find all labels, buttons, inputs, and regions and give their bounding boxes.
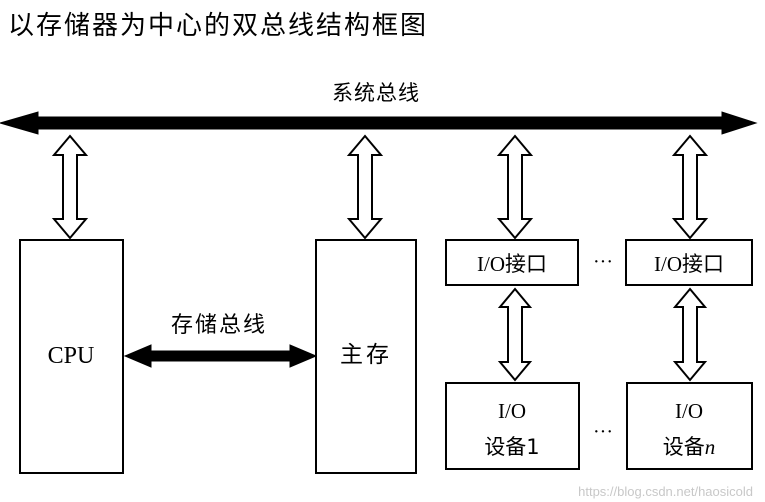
io-interface-1-box: I/O接口 bbox=[445, 239, 579, 286]
system-bus-label: 系统总线 bbox=[332, 81, 420, 105]
io-device-n-line2: 设备n bbox=[663, 435, 716, 459]
io-interface-n-system-bus-connector bbox=[671, 134, 709, 240]
memory-system-bus-connector bbox=[346, 134, 384, 240]
io-interface-n-label: I/O接口 bbox=[654, 252, 724, 276]
io-device-1-line2: 设备1 bbox=[484, 435, 539, 459]
io-interface-1-system-bus-connector bbox=[496, 134, 534, 240]
device-ellipsis: ··· bbox=[593, 421, 613, 443]
main-memory-box: 主存 bbox=[315, 239, 417, 474]
io-device-1-box: I/O 设备1 bbox=[445, 382, 580, 470]
interface-ellipsis: ··· bbox=[593, 251, 613, 273]
diagram-title: 以存储器为中心的双总线结构框图 bbox=[8, 11, 428, 41]
io-device-n-line2-suffix: n bbox=[705, 435, 716, 459]
system-bus-arrow bbox=[0, 111, 758, 135]
io-device-1-line1: I/O bbox=[498, 399, 526, 423]
io-device-n-box: I/O 设备n bbox=[626, 382, 753, 470]
watermark-text: https://blog.csdn.net/haosicold bbox=[578, 484, 753, 499]
storage-bus-arrow bbox=[123, 344, 318, 368]
io-interface-n-box: I/O接口 bbox=[625, 239, 753, 286]
cpu-box: CPU bbox=[19, 239, 124, 474]
cpu-label: CPU bbox=[48, 343, 95, 369]
main-memory-label: 主存 bbox=[340, 342, 392, 368]
io-interface-1-label: I/O接口 bbox=[477, 252, 547, 276]
io-device-n-line1: I/O bbox=[675, 399, 703, 423]
cpu-system-bus-connector bbox=[51, 134, 89, 240]
io-device-n-line2-prefix: 设备 bbox=[663, 435, 705, 459]
io-interface-n-device-connector bbox=[672, 287, 708, 382]
storage-bus-label: 存储总线 bbox=[171, 313, 267, 338]
io-interface-1-device-connector bbox=[497, 287, 533, 382]
